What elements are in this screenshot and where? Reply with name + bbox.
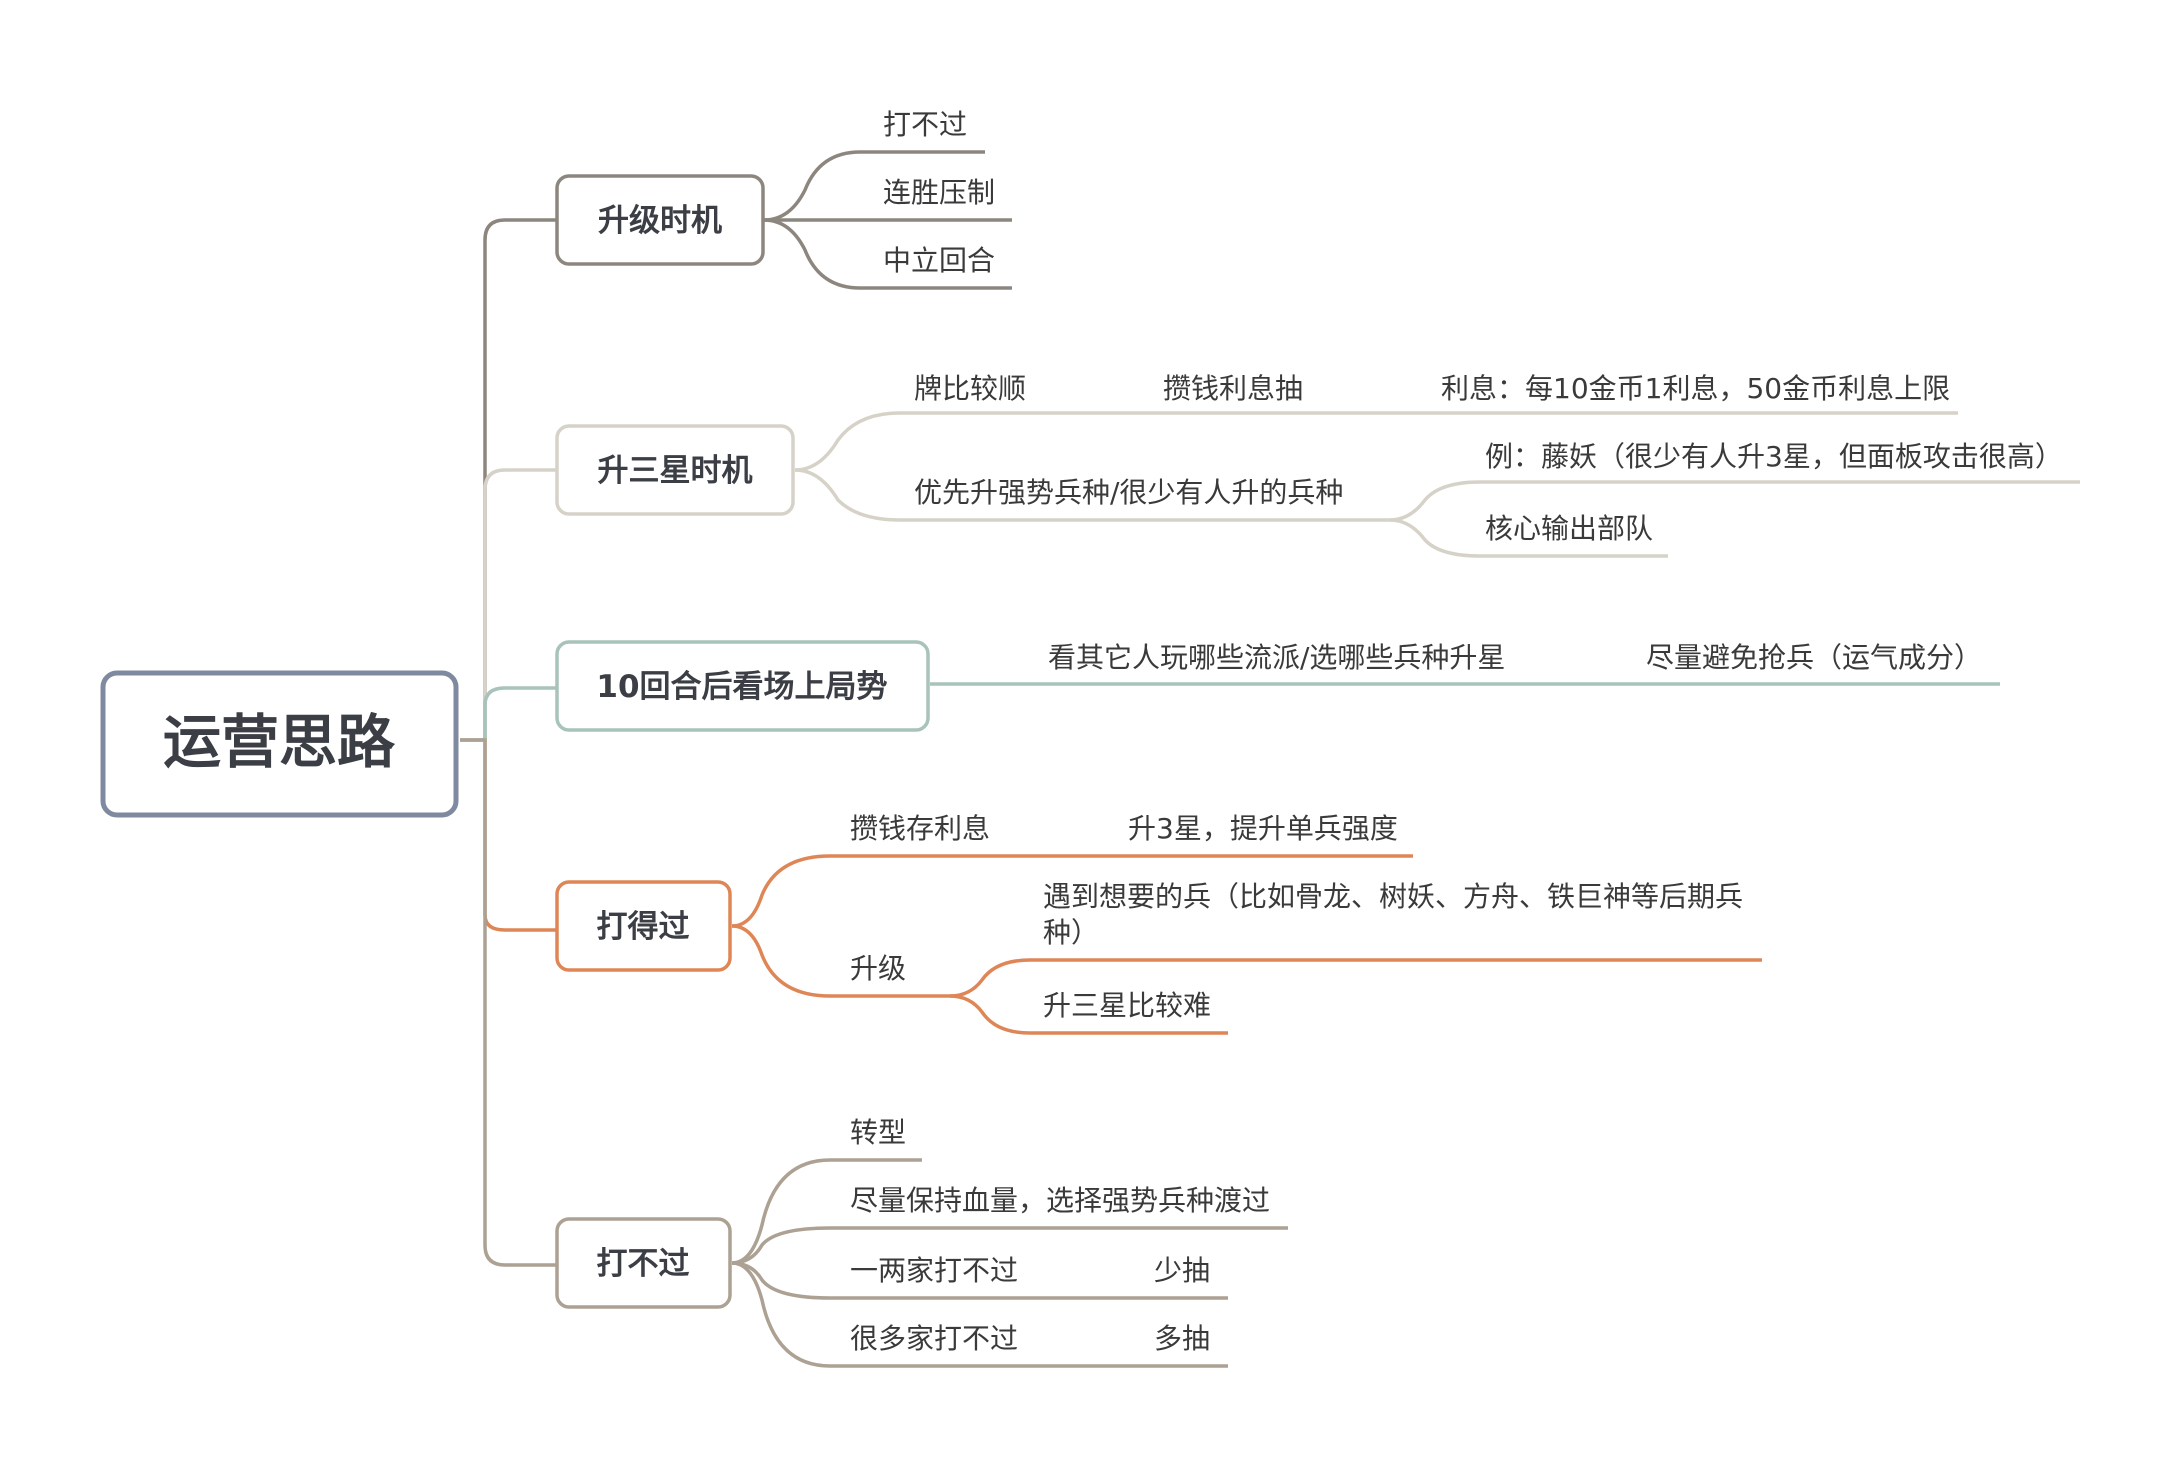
connector-b5-i1 — [731, 1158, 922, 1265]
branch-node-upgrade-timing[interactable]: 升级时机 — [555, 174, 765, 266]
connector-b5-i4 — [731, 1261, 1228, 1368]
leaf-save-interest-roll[interactable]: 攒钱利息抽 — [1163, 372, 1303, 405]
branch-cannot-win: 打不过 转型 尽量保持血量，选择强势兵种渡过 一两家打不过 少抽 很多家打不过 … — [555, 1116, 1288, 1368]
branch-box — [555, 424, 795, 516]
leaf-pivot[interactable]: 转型 — [850, 1116, 906, 1149]
root-node[interactable]: 运营思路 — [100, 670, 459, 818]
trunk-to-branch-4 — [483, 740, 557, 932]
trunk-connectors — [460, 218, 557, 1267]
leaf-example-vine[interactable]: 例：藤妖（很少有人升3星，但面板攻击很高） — [1485, 440, 2063, 473]
branch-node-cannot-win[interactable]: 打不过 — [555, 1217, 732, 1309]
leaf-neutral-round[interactable]: 中立回合 — [883, 244, 995, 277]
leaf-core-dps[interactable]: 核心输出部队 — [1485, 512, 1653, 545]
connector-b1-i1 — [763, 150, 985, 222]
connector-b2-sub1 — [1389, 480, 2080, 522]
branch-title: 升级时机 — [598, 203, 722, 239]
connector-b4-i1 — [731, 854, 1413, 928]
leaf-level-up[interactable]: 升级 — [850, 952, 906, 985]
branch-box — [555, 640, 930, 732]
leaf-save-interest[interactable]: 攒钱存利息 — [850, 812, 990, 845]
trunk-to-branch-5 — [460, 738, 557, 1267]
leaf-prioritize-strong-units[interactable]: 优先升强势兵种/很少有人升的兵种 — [914, 476, 1343, 509]
branch-upgrade-timing: 升级时机 打不过 连胜压制 中立回合 — [555, 108, 1012, 290]
leaf-roll-less[interactable]: 少抽 — [1154, 1254, 1210, 1287]
leaf-smooth-hand[interactable]: 牌比较顺 — [914, 372, 1026, 405]
leaf-keep-hp[interactable]: 尽量保持血量，选择强势兵种渡过 — [850, 1184, 1270, 1217]
branch-box — [555, 1217, 732, 1309]
branch-after-round-10: 10回合后看场上局势 看其它人玩哪些流派/选哪些兵种升星 尽量避免抢兵（运气成分… — [555, 640, 2000, 732]
trunk-to-branch-3 — [483, 686, 557, 740]
branch-box — [555, 174, 765, 266]
trunk-to-branch-1 — [460, 218, 557, 742]
branch-three-star-timing: 升三星时机 牌比较顺 攒钱利息抽 利息：每10金币1利息，50金币利息上限 优先… — [555, 372, 2080, 558]
connector-b5-i2 — [731, 1226, 1288, 1265]
branch-title: 10回合后看场上局势 — [596, 669, 887, 705]
connector-b1-i3 — [763, 218, 1012, 290]
root-title: 运营思路 — [163, 708, 396, 776]
root-box — [100, 670, 459, 818]
leaf-three-star-power[interactable]: 升3星，提升单兵强度 — [1128, 812, 1398, 845]
branch-node-can-win[interactable]: 打得过 — [555, 880, 732, 972]
connector-b2-sub2 — [1389, 518, 1668, 558]
trunk-to-branch-2 — [483, 468, 557, 740]
branch-node-after-round-10[interactable]: 10回合后看场上局势 — [555, 640, 930, 732]
leaf-lose-to-few[interactable]: 一两家打不过 — [850, 1254, 1018, 1287]
connector-b4-i2 — [731, 924, 950, 998]
leaf-roll-more[interactable]: 多抽 — [1154, 1322, 1210, 1355]
leaf-desired-units[interactable]: 遇到想要的兵（比如骨龙、树妖、方舟、铁巨神等后期兵 种） — [1043, 880, 1752, 949]
branch-can-win: 打得过 攒钱存利息 升3星，提升单兵强度 升级 遇到想要的兵（比如骨龙、树妖、方… — [555, 812, 1762, 1035]
branch-node-three-star-timing[interactable]: 升三星时机 — [555, 424, 795, 516]
leaf-avoid-contesting[interactable]: 尽量避免抢兵（运气成分） — [1646, 641, 1982, 674]
connector-b2-i2 — [794, 468, 1390, 522]
leaf-three-star-hard[interactable]: 升三星比较难 — [1043, 989, 1211, 1022]
branch-title: 打得过 — [597, 909, 690, 945]
connector-b4-sub2 — [949, 994, 1228, 1035]
leaf-lose-to-many[interactable]: 很多家打不过 — [850, 1322, 1018, 1355]
leaf-cant-win[interactable]: 打不过 — [883, 108, 967, 141]
connector-b2-i1 — [794, 411, 1958, 472]
branch-box — [555, 880, 732, 972]
leaf-win-streak-pressure[interactable]: 连胜压制 — [883, 176, 995, 209]
leaf-watch-others[interactable]: 看其它人玩哪些流派/选哪些兵种升星 — [1048, 641, 1505, 674]
connector-b4-sub1 — [949, 958, 1762, 998]
branch-title: 打不过 — [597, 1246, 690, 1282]
branch-title: 升三星时机 — [598, 453, 753, 489]
leaf-interest-note[interactable]: 利息：每10金币1利息，50金币利息上限 — [1441, 372, 1950, 405]
